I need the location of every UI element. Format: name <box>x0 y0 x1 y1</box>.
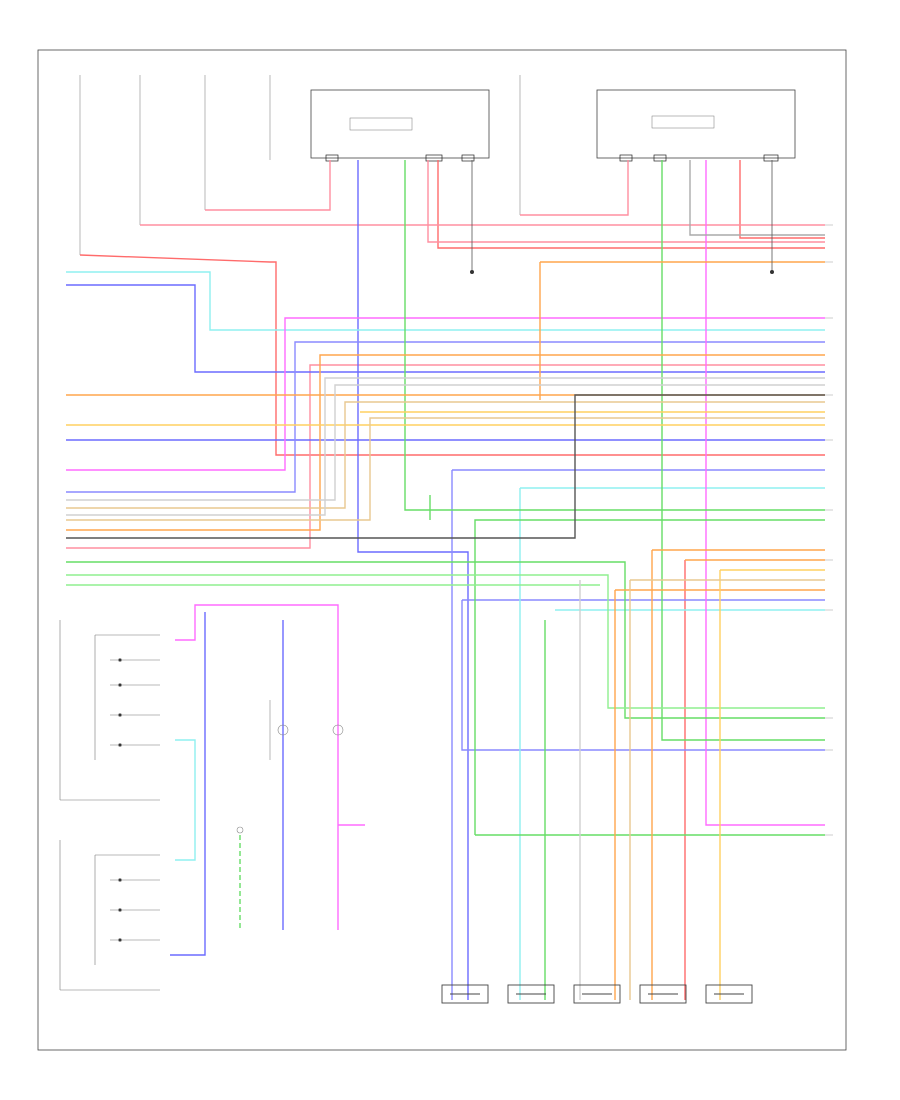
speaker-5 <box>705 984 753 1004</box>
wire-blue-1 <box>66 284 825 373</box>
wire-green-1 <box>404 160 825 511</box>
wire-green-2 <box>66 561 825 719</box>
wire-blue-3 <box>357 160 469 1000</box>
wire-tan-2 <box>66 417 825 521</box>
speaker-1 <box>441 984 489 1004</box>
fuse-stubs <box>79 75 521 255</box>
wire-magenta-1 <box>66 317 825 471</box>
wire-bundle <box>66 160 825 1000</box>
left-steering-switch-group <box>59 620 160 801</box>
wire-gray-3 <box>689 160 825 236</box>
wire-blue-5 <box>66 341 825 493</box>
right-steering-switch-group <box>59 840 160 991</box>
wire-cyan-1 <box>66 271 825 331</box>
right-connector-ticks <box>825 224 833 836</box>
speaker-2 <box>507 984 555 1004</box>
wire-red-main <box>79 254 825 456</box>
speaker-4 <box>639 984 687 1004</box>
speakers <box>441 984 753 1004</box>
wire-blue-9 <box>461 600 825 751</box>
wire-gray-2 <box>66 377 825 516</box>
wire-pink-3 <box>520 160 629 216</box>
wire-green-6 <box>66 574 825 709</box>
wire-magenta-3 <box>175 604 339 930</box>
instrument-cluster-section <box>236 700 344 834</box>
wire-orange-2 <box>66 354 825 531</box>
diagram-frame <box>37 49 847 1051</box>
right-radio-module <box>596 89 796 162</box>
ground-symbols <box>470 270 774 274</box>
speaker-3 <box>573 984 621 1004</box>
wire-green-3 <box>661 160 825 741</box>
wire-cyan-5 <box>175 739 196 861</box>
wire-tan-1 <box>66 401 825 509</box>
wire-blue-4 <box>170 612 206 956</box>
wire-magenta-2 <box>705 160 825 826</box>
left-radio-module <box>310 89 490 162</box>
wire-red-2 <box>437 160 825 249</box>
wire-gray-1 <box>66 384 825 501</box>
wire-pink-5 <box>66 364 825 549</box>
wire-green-5 <box>474 519 825 835</box>
wire-red-3 <box>739 160 825 239</box>
wire-black-1 <box>66 394 825 539</box>
wire-pink-2 <box>205 160 331 211</box>
wire-pink-4 <box>427 160 825 243</box>
